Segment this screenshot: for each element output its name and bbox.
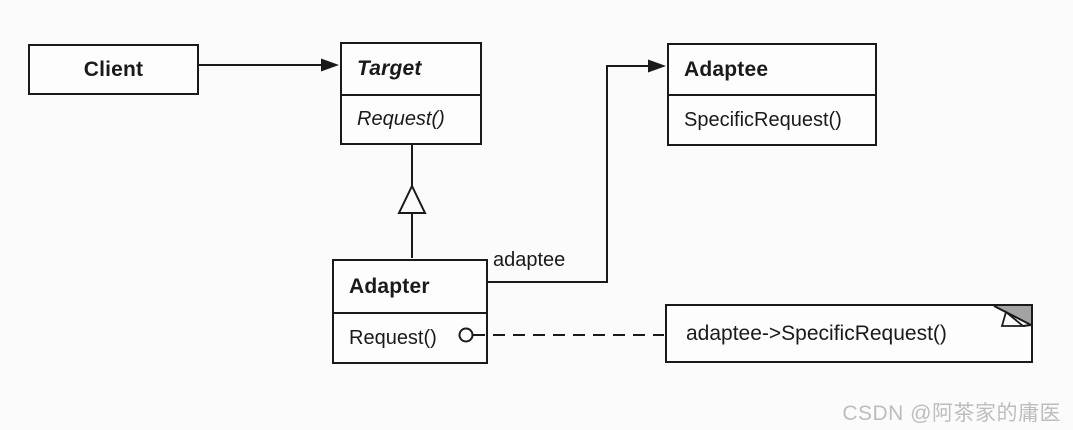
generalization-triangle-icon (397, 183, 427, 214)
class-method-adaptee-specificrequest: SpecificRequest() (669, 94, 875, 144)
class-box-adaptee: Adaptee SpecificRequest() (667, 43, 877, 146)
class-name-adapter: Adapter (349, 274, 430, 298)
association-role-label: adaptee (493, 249, 566, 271)
class-box-client: Client (28, 44, 199, 95)
note-box: adaptee->SpecificRequest() (665, 304, 1033, 363)
solid-arrowhead-icon (321, 58, 339, 72)
class-method-adapter-request: Request() (334, 312, 486, 362)
class-method-target-request: Request() (342, 94, 480, 143)
class-name-client: Client (83, 57, 144, 81)
class-name-target: Target (357, 57, 422, 80)
class-box-target: Target Request() (340, 42, 482, 145)
note-text: adaptee->SpecificRequest() (686, 321, 947, 345)
class-name-adaptee: Adaptee (684, 57, 769, 81)
solid-arrowhead-icon (648, 59, 666, 73)
class-box-adapter: Adapter Request() (332, 259, 488, 364)
watermark-text: CSDN @阿茶家的庸医 (842, 402, 1061, 425)
